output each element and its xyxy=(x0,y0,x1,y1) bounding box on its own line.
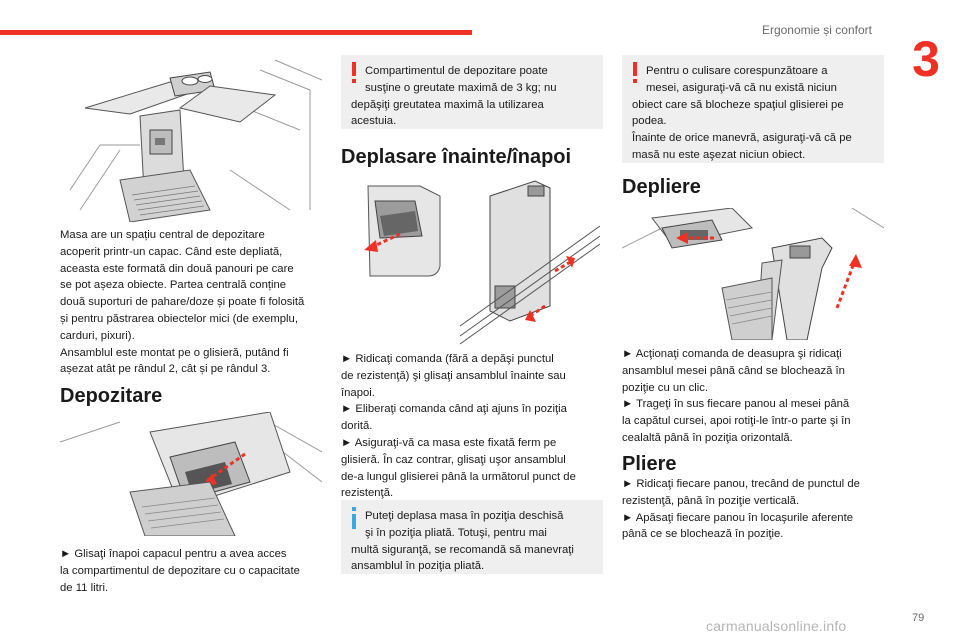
text-line: rezistenţă, până în poziţie verticală. xyxy=(622,494,800,507)
text-line: de-a lungul glisierei până la următorul … xyxy=(341,470,576,483)
text-line: ► Ridicaţi comanda (fără a depăşi punctu… xyxy=(341,353,554,365)
text-line: Pentru o culisare corespunzătoare a xyxy=(646,65,828,77)
text-line: două suporturi de pahare/doze și poate f… xyxy=(60,296,305,309)
text-line: poziţie cu un clic. xyxy=(622,381,709,394)
text-line: la compartimentul de depozitare cu o cap… xyxy=(60,564,300,577)
section-heading-depozitare: Depozitare xyxy=(60,385,163,407)
text-line: susţine o greutate maximă de 3 kg; nu xyxy=(365,81,557,94)
watermark: carmanualsonline.info xyxy=(706,618,847,634)
text-line: ► Trageţi în sus fiecare panou al mesei … xyxy=(622,398,850,411)
text-line: se pot așeza obiecte. Partea centrală co… xyxy=(60,279,287,292)
warning-exclamation-icon xyxy=(633,62,637,83)
chapter-number: 3 xyxy=(912,31,940,87)
text-line: înapoi. xyxy=(341,386,375,399)
text-line: ► Asiguraţi-vă ca masa este fixată ferm … xyxy=(341,436,557,449)
text-line: așezat atât pe rândul 2, cât și pe rându… xyxy=(60,363,271,376)
text-line: depăşiţi greutatea maximă la utilizarea xyxy=(351,98,544,111)
storage-lid-slide-illustration xyxy=(60,412,322,536)
text-line: Masa are un spațiu central de depozitare xyxy=(60,229,265,241)
text-line: Puteţi deplasa masa în poziţia deschisă xyxy=(365,510,564,522)
unfold-steps: ► Acţionaţi comanda de deasupra şi ridic… xyxy=(622,346,884,447)
text-line: până ce se blochează în poziţie. xyxy=(622,528,784,541)
storage-step: ► Glisaţi înapoi capacul pentru a avea a… xyxy=(60,546,322,596)
text-line: ansamblul în poziţia pliată. xyxy=(351,560,485,573)
page-number: 79 xyxy=(912,612,925,624)
text-line: Ansamblul este montat pe o glisieră, put… xyxy=(60,346,289,359)
text-line: la capătul cursei, apoi rotiţi-le într-o… xyxy=(622,415,851,428)
text-line: carduri, pixuri). xyxy=(60,329,135,342)
text-line: Înainte de orice manevră, asiguraţi-vă c… xyxy=(632,132,852,145)
text-line: acestuia. xyxy=(351,115,397,128)
text-line: ansamblul mesei până când se blochează î… xyxy=(622,364,845,377)
text-line: ► Apăsaţi fiecare panou în locaşurile af… xyxy=(622,511,853,524)
rail-warning-box: Pentru o culisare corespunzătoare a mese… xyxy=(622,55,884,163)
text-line: cealaltă până în poziţia orizontală. xyxy=(622,431,793,444)
table-with-central-storage-illustration xyxy=(69,59,322,222)
text-line: și pentru păstrarea obiectelor mici (de … xyxy=(60,312,298,325)
text-line: aceasta este formată din două panouri pe… xyxy=(60,262,294,275)
intro-paragraph: Masa are un spațiu central de depozitare… xyxy=(60,227,322,378)
info-icon xyxy=(352,507,356,529)
text-line: rezistenţă. xyxy=(341,487,394,500)
text-line: obiect care să blocheze spaţiul glisiere… xyxy=(632,98,844,111)
text-line: ► Glisaţi înapoi capacul pentru a avea a… xyxy=(60,548,287,560)
text-line: mesei, asiguraţi-vă că nu există niciun xyxy=(646,81,837,94)
text-line: acoperit printr-un capac. Când este depl… xyxy=(60,245,283,258)
rail-slide-forward-backward-illustration xyxy=(364,180,600,345)
text-line: masă nu este aşezat niciun obiect. xyxy=(632,148,806,161)
text-line: ► Acţionaţi comanda de deasupra şi ridic… xyxy=(622,348,842,360)
unfold-control-lift-illustration xyxy=(622,208,884,340)
text-line: de rezistenţă) şi glisaţi ansamblul înai… xyxy=(341,369,566,382)
running-head: Ergonomie și confort xyxy=(761,23,872,37)
text-line: podea. xyxy=(632,115,667,128)
fold-steps: ► Ridicaţi fiecare panou, trecând de pun… xyxy=(622,476,884,543)
info-box: Puteţi deplasa masa în poziţia deschisă … xyxy=(341,500,603,574)
text-line: şi în poziţia pliată. Totuşi, pentru mai xyxy=(365,526,547,539)
text-line: glisieră. În caz contrar, glisaţi uşor a… xyxy=(341,453,566,466)
text-line: de 11 litri. xyxy=(60,581,109,594)
section-heading-depliere: Depliere xyxy=(622,176,701,198)
header-accent-bar xyxy=(0,30,472,35)
warning-exclamation-icon xyxy=(352,62,356,83)
weight-warning-box: Compartimentul de depozitare poate susţi… xyxy=(341,55,603,129)
text-line: ► Eliberaţi comanda când aţi ajuns în po… xyxy=(341,403,567,416)
section-heading-pliere: Pliere xyxy=(622,453,677,475)
section-heading-deplasare: Deplasare înainte/înapoi xyxy=(341,146,572,168)
text-line: dorită. xyxy=(341,420,373,433)
text-line: ► Ridicaţi fiecare panou, trecând de pun… xyxy=(622,478,860,490)
slide-steps: ► Ridicaţi comanda (fără a depăşi punctu… xyxy=(341,351,603,502)
text-line: Compartimentul de depozitare poate xyxy=(365,65,548,77)
text-line: multă siguranţă, se recomandă să manevra… xyxy=(351,543,574,556)
